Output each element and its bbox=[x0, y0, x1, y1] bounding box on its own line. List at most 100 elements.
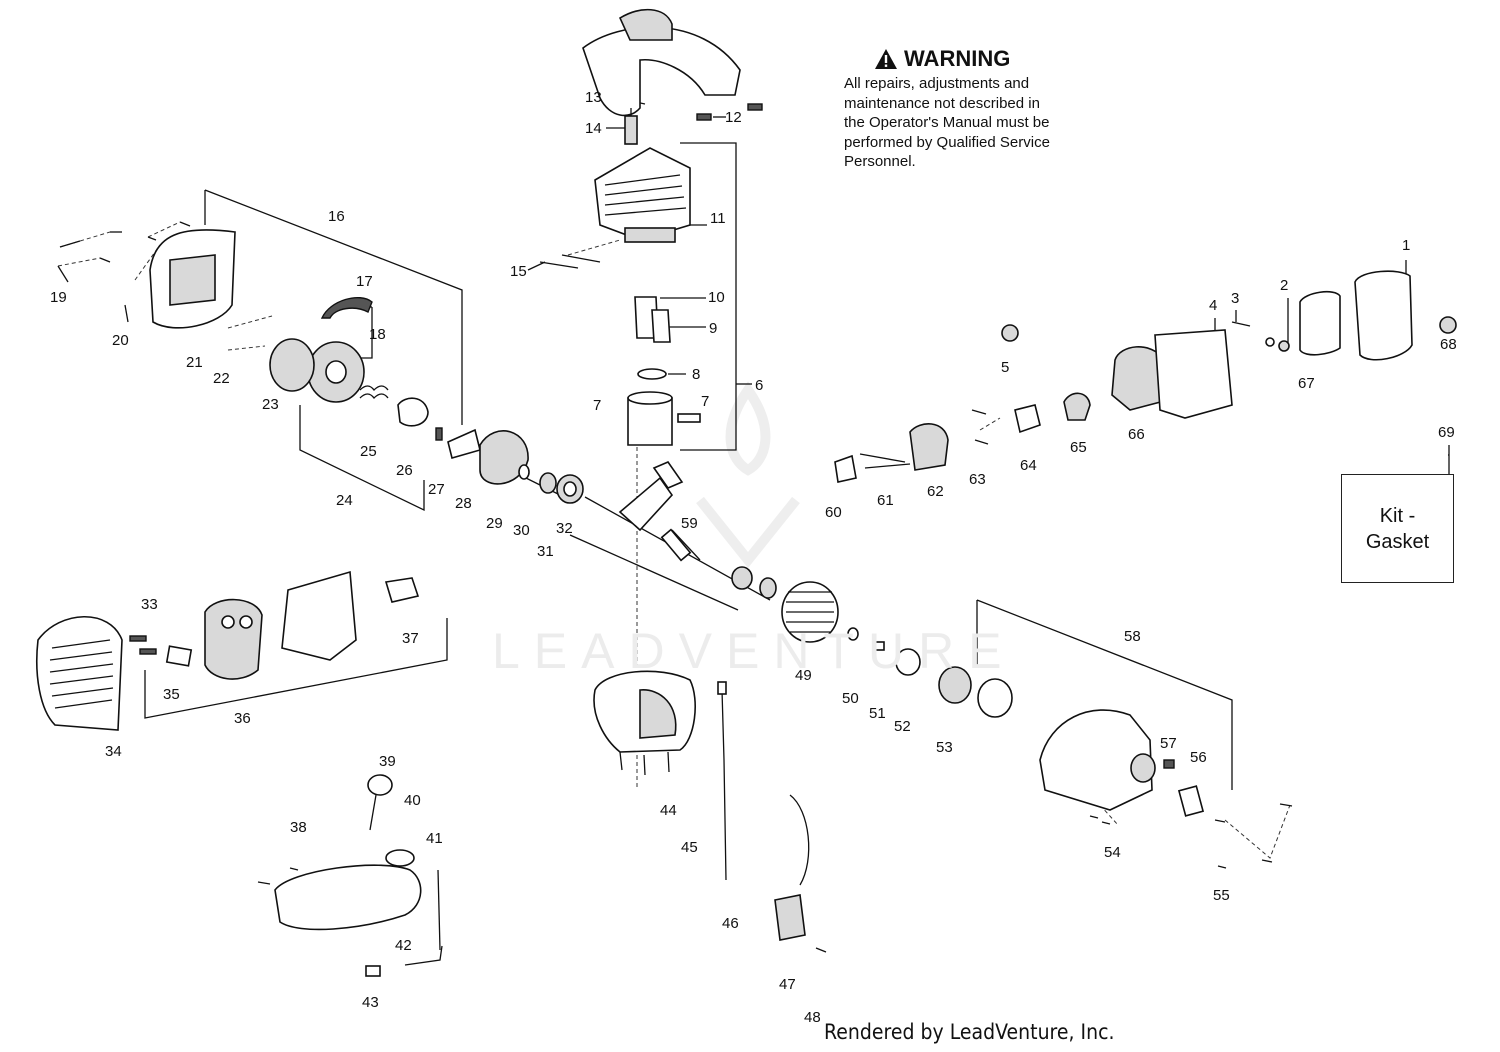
part-35-plate bbox=[165, 645, 193, 667]
part-27-screw bbox=[435, 427, 443, 441]
part-21-housing bbox=[149, 229, 236, 329]
part-11-cylinder bbox=[594, 147, 691, 243]
part-label: 59 bbox=[681, 515, 698, 532]
part-label: 32 bbox=[556, 520, 573, 537]
part-label: 8 bbox=[692, 366, 700, 383]
part-8-ring bbox=[637, 368, 667, 380]
part-label: 37 bbox=[402, 630, 419, 647]
part-label: 16 bbox=[328, 208, 345, 225]
part-68-knob bbox=[1439, 316, 1457, 334]
part-56-sleeve bbox=[1177, 785, 1205, 817]
part-label: 41 bbox=[426, 830, 443, 847]
part-44-bolts bbox=[619, 751, 670, 776]
part-53-clutch bbox=[938, 666, 1013, 718]
part-label: 3 bbox=[1231, 290, 1239, 307]
part-label: 66 bbox=[1128, 426, 1145, 443]
part-label: 67 bbox=[1298, 375, 1315, 392]
part-60-64-carb-parts bbox=[834, 404, 1041, 483]
part-label: 30 bbox=[513, 522, 530, 539]
part-10-9-plates bbox=[634, 296, 671, 343]
part-7-piston bbox=[627, 391, 701, 446]
part-38-screws bbox=[257, 867, 299, 885]
part-1-air-cover bbox=[1354, 270, 1413, 361]
part-label: 50 bbox=[842, 690, 859, 707]
part-48-screws bbox=[815, 947, 827, 953]
part-37-gasket bbox=[384, 577, 420, 603]
part-label: 43 bbox=[362, 994, 379, 1011]
part-label: 44 bbox=[660, 802, 677, 819]
part-label: 7 bbox=[593, 397, 601, 414]
part-58-clutch-housing bbox=[1039, 709, 1156, 811]
part-65-intake bbox=[1063, 392, 1091, 421]
part-label: 65 bbox=[1070, 439, 1087, 456]
part-28-29-seal-housing bbox=[447, 428, 529, 485]
part-12-screw bbox=[696, 103, 763, 121]
warning-line: performed by Qualified Service bbox=[844, 133, 1050, 151]
part-label: 9 bbox=[709, 320, 717, 337]
part-label: 47 bbox=[779, 976, 796, 993]
part-59-crankshaft bbox=[618, 461, 701, 562]
part-label: 21 bbox=[186, 354, 203, 371]
part-number-labels: 1 2 3 4 5 6 7 7 8 9 10 11 12 13 14 15 16… bbox=[50, 89, 1457, 1026]
part-46-lead-wire bbox=[717, 681, 727, 881]
warning-line: Personnel. bbox=[844, 153, 916, 170]
part-label: 39 bbox=[379, 753, 396, 770]
part-15-clips bbox=[539, 254, 601, 269]
kit-gasket-box: Kit - Gasket bbox=[1341, 474, 1454, 583]
part-50-52-clutch-parts bbox=[847, 627, 921, 676]
part-label: 56 bbox=[1190, 749, 1207, 766]
warning-text: All repairs, adjustments and maintenance… bbox=[844, 74, 1114, 172]
warning-triangle-icon bbox=[875, 49, 897, 69]
part-label: 62 bbox=[927, 483, 944, 500]
part-label: 1 bbox=[1402, 237, 1410, 254]
part-14-spark-plug bbox=[624, 108, 638, 145]
part-label: 19 bbox=[50, 289, 67, 306]
part-label: 14 bbox=[585, 120, 602, 137]
part-label: 64 bbox=[1020, 457, 1037, 474]
part-45-crankcase bbox=[593, 670, 696, 753]
part-label: 53 bbox=[936, 739, 953, 756]
part-label: 54 bbox=[1104, 844, 1121, 861]
part-54-55-screws bbox=[1089, 803, 1293, 869]
watermark-text: LEADVENTURE bbox=[492, 623, 1016, 679]
part-label: 28 bbox=[455, 495, 472, 512]
part-40-fuel-tank bbox=[274, 774, 422, 931]
part-label: 27 bbox=[428, 481, 445, 498]
part-label: 40 bbox=[404, 792, 421, 809]
footer-credit: Rendered by LeadVenture, Inc. bbox=[824, 1020, 1115, 1044]
part-67-filter bbox=[1299, 290, 1341, 356]
part-57-nut bbox=[1163, 759, 1175, 769]
part-label: 24 bbox=[336, 492, 353, 509]
warning-title: WARNING bbox=[874, 46, 1114, 72]
part-label: 51 bbox=[869, 705, 886, 722]
part-33-screws bbox=[129, 635, 157, 655]
part-label: 60 bbox=[825, 504, 842, 521]
part-label: 57 bbox=[1160, 735, 1177, 752]
part-label: 18 bbox=[369, 326, 386, 343]
part-label: 15 bbox=[510, 263, 527, 280]
part-2-3-fasteners bbox=[1231, 321, 1290, 352]
warning-notice: WARNING All repairs, adjustments and mai… bbox=[844, 46, 1114, 172]
part-25-26-spring bbox=[359, 385, 429, 427]
part-label: 11 bbox=[710, 210, 726, 227]
part-label: 33 bbox=[141, 596, 158, 613]
watermark-logo bbox=[696, 381, 800, 569]
part-label: 58 bbox=[1124, 628, 1141, 645]
part-label: 68 bbox=[1440, 336, 1457, 353]
part-19-20-screws bbox=[57, 221, 191, 323]
part-47-ignition-coil bbox=[774, 794, 810, 941]
bracket-lines bbox=[144, 96, 1450, 790]
part-label: 26 bbox=[396, 462, 413, 479]
part-66-carburetor bbox=[1111, 329, 1233, 419]
part-label: 63 bbox=[969, 471, 986, 488]
part-label: 34 bbox=[105, 743, 122, 760]
part-34-cover bbox=[35, 615, 123, 731]
warning-title-text: WARNING bbox=[904, 46, 1011, 71]
part-label: 52 bbox=[894, 718, 911, 735]
warning-line: maintenance not described in bbox=[844, 94, 1040, 112]
part-label: 38 bbox=[290, 819, 307, 836]
part-label: 22 bbox=[213, 370, 230, 387]
part-label: 25 bbox=[360, 443, 377, 460]
part-label: 55 bbox=[1213, 887, 1230, 904]
